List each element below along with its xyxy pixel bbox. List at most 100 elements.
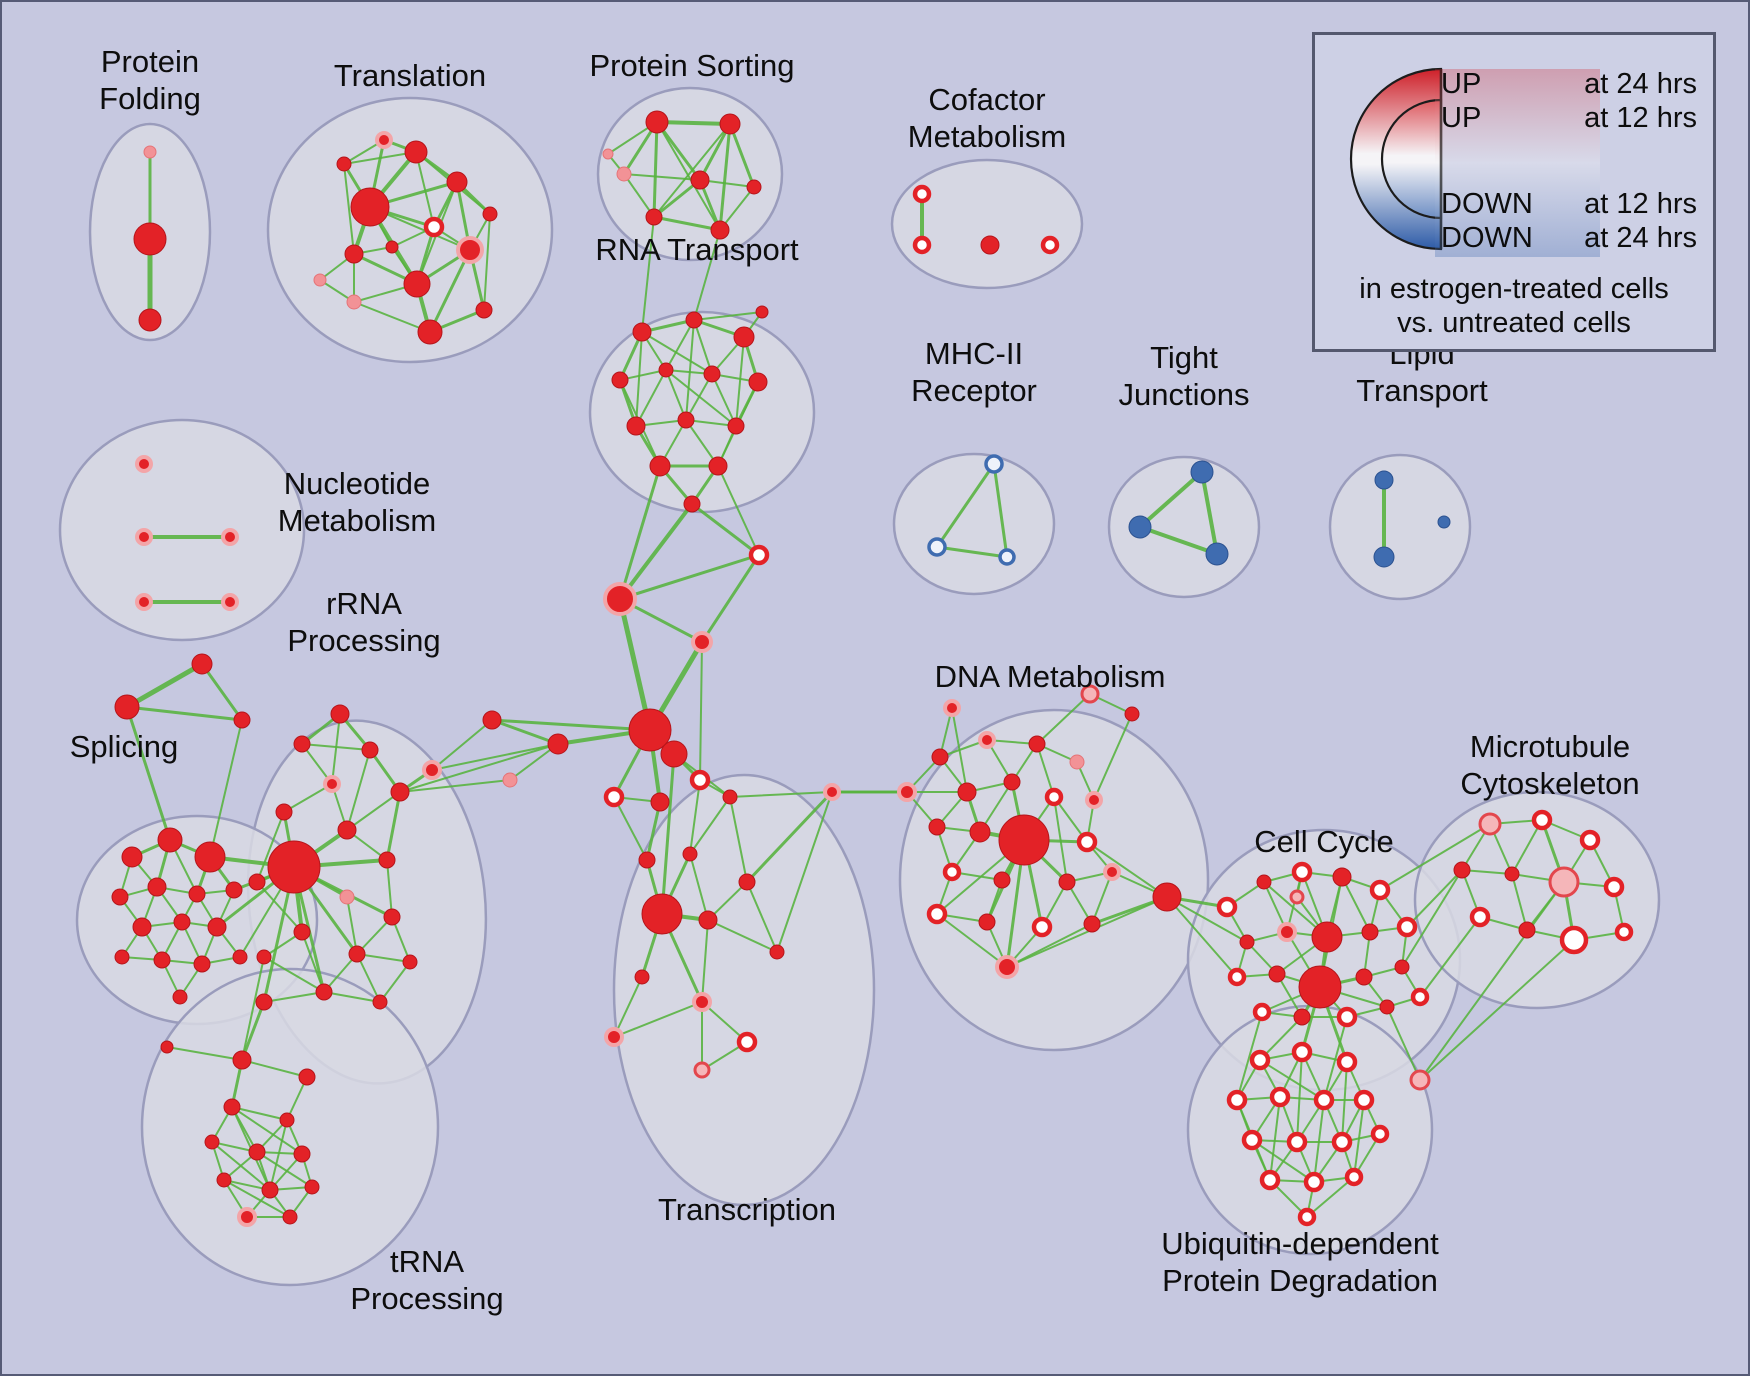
network-edge: [729, 796, 748, 883]
network-node-br: [998, 548, 1016, 566]
network-edge: [241, 1059, 308, 1078]
network-edge: [641, 331, 713, 375]
network-node-rr: [1040, 235, 1060, 255]
network-node-rr: [1559, 925, 1589, 955]
network-node-r: [223, 1098, 241, 1116]
network-node-r: [160, 1040, 174, 1054]
network-edge: [1236, 1011, 1263, 1101]
network-edge: [331, 713, 341, 785]
network-node-r: [417, 319, 443, 345]
network-edge: [483, 213, 491, 311]
network-node-r: [626, 416, 646, 436]
network-node-r: [993, 871, 1011, 889]
network-node-r: [225, 881, 243, 899]
network-node-r: [1083, 915, 1101, 933]
network-edge: [263, 956, 325, 993]
network-edge: [256, 881, 303, 933]
network-node-r: [1293, 1008, 1311, 1026]
network-node-r: [746, 179, 762, 195]
network-node-ph: [221, 528, 239, 546]
network-node-rr: [1603, 876, 1625, 898]
network-edge: [689, 779, 701, 855]
cluster-label-mhc-ii-receptor: Receptor: [911, 373, 1037, 408]
network-node-r: [372, 994, 388, 1010]
network-node-ph: [1085, 791, 1103, 809]
network-edge: [1419, 939, 1575, 1081]
network-node-r: [255, 993, 273, 1011]
network-node-ph: [135, 455, 153, 473]
network-node-r: [404, 140, 428, 164]
cluster-label-tight-junctions: Junctions: [1119, 377, 1250, 412]
network-edge: [1006, 896, 1168, 968]
network-edge: [701, 919, 709, 1003]
network-node-r: [216, 1172, 232, 1188]
network-node-ph: [375, 131, 393, 149]
cluster-label-protein-folding: Protein: [101, 44, 199, 79]
network-node-r: [727, 417, 745, 435]
network-edge: [618, 502, 694, 601]
cluster-label-translation: Translation: [334, 58, 486, 93]
network-node-r: [261, 1181, 279, 1199]
network-edge: [617, 596, 653, 733]
network-node-r: [1379, 999, 1395, 1015]
network-edge: [689, 853, 709, 921]
legend-time-label: at 12 hrs: [1584, 102, 1697, 134]
network-node-r: [1298, 965, 1342, 1009]
network-node-r: [738, 873, 756, 891]
network-node-rr: [1241, 1129, 1263, 1151]
cluster-label-rrna-processing: Processing: [287, 623, 440, 658]
network-edge: [635, 331, 643, 427]
network-node-r: [769, 944, 785, 960]
network-edge: [431, 743, 559, 771]
network-node-r: [969, 821, 991, 843]
cluster-label-microtubule-cytoskeleton: Cytoskeleton: [1460, 766, 1639, 801]
network-node-r: [350, 187, 390, 227]
network-node-rr: [912, 184, 932, 204]
network-edge: [746, 881, 778, 953]
network-edge: [1093, 713, 1133, 801]
cluster-label-ubiquitin-degradation: Ubiquitin-dependent: [1161, 1226, 1439, 1261]
network-node-r: [403, 270, 431, 298]
network-node-r: [645, 110, 669, 134]
network-edge: [1511, 819, 1543, 875]
network-node-r: [628, 708, 672, 752]
legend-level-label: UP: [1441, 102, 1482, 134]
network-edge: [323, 991, 381, 1003]
network-edge: [346, 896, 358, 955]
network-edge: [1379, 823, 1491, 891]
network-edge: [655, 120, 732, 126]
network-edge: [613, 1001, 703, 1038]
network-node-r: [658, 362, 674, 378]
network-node-r: [1453, 861, 1471, 879]
cluster-label-mhc-ii-receptor: MHC-II: [925, 336, 1023, 371]
network-node-rr: [748, 544, 770, 566]
network-node-rr: [1216, 896, 1238, 918]
network-edge: [1166, 896, 1248, 943]
cluster-cofactor-metabolism: [890, 158, 1084, 290]
network-node-rr: [1469, 906, 1491, 928]
legend-row-up-12: UP at 12 hrs: [1441, 101, 1697, 135]
network-node-r: [336, 156, 352, 172]
network-node-ph: [1277, 922, 1297, 942]
network-edge: [652, 178, 702, 219]
network-edge: [729, 791, 833, 798]
network-edge: [618, 553, 761, 601]
network-node-r: [690, 170, 710, 190]
network-edge: [263, 991, 325, 1003]
network-node-r: [1355, 968, 1373, 986]
cluster-lipid-transport: [1328, 453, 1472, 601]
network-node-r: [1028, 735, 1046, 753]
legend-level-label: DOWN: [1441, 222, 1533, 254]
network-edge: [490, 718, 560, 746]
cluster-label-microtubule-cytoskeleton: Microtubule: [1470, 729, 1630, 764]
network-node-r: [980, 235, 1000, 255]
network-node-ph: [943, 699, 961, 717]
network-edge: [353, 301, 431, 333]
cluster-label-trna-processing: Processing: [350, 1281, 503, 1316]
network-node-r: [173, 913, 191, 931]
network-node-r: [1239, 934, 1255, 950]
network-node-r: [645, 208, 663, 226]
network-node-br: [927, 537, 947, 557]
network-node-r: [390, 782, 410, 802]
